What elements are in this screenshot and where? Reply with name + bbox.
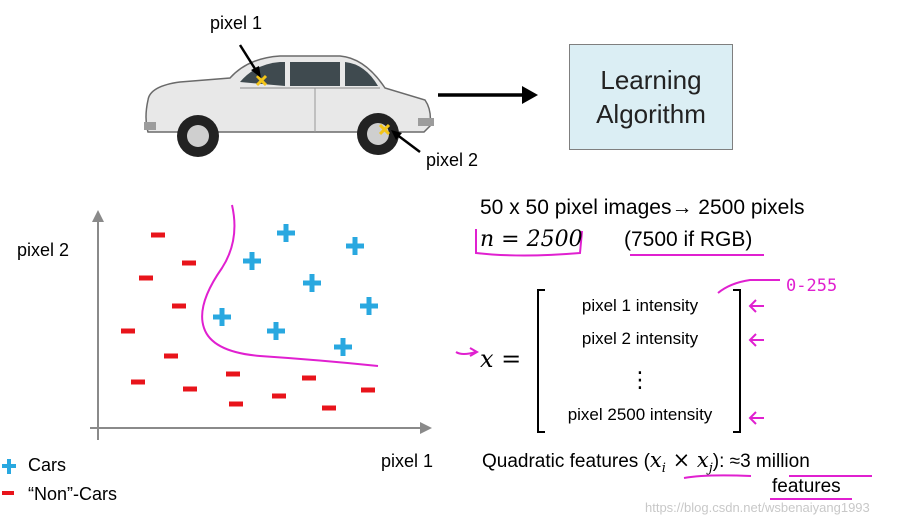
- quadratic-suffix: ): ≈3 million: [712, 451, 810, 472]
- images-line: 50 x 50 pixel images→ 2500 pixels: [480, 196, 805, 219]
- car-plus-point: [243, 252, 261, 270]
- noncar-minus-point: [121, 328, 135, 334]
- noncar-minus-point: [182, 260, 196, 266]
- legend-plus-icon: [2, 459, 16, 474]
- y-axis-label: pixel 2: [17, 240, 70, 260]
- legend-cars: Cars: [28, 455, 67, 475]
- car-plus-point: [277, 224, 295, 242]
- vector-ellipsis: ⋮: [629, 367, 651, 392]
- decision-boundary: [201, 204, 379, 367]
- car-illustration: [144, 55, 434, 157]
- noncar-minus-point: [172, 303, 186, 309]
- noncar-minus-point: [229, 401, 243, 407]
- data-points: [121, 224, 378, 411]
- noncar-minus-point: [139, 275, 153, 281]
- noncar-minus-point: [322, 405, 336, 411]
- scatter-plot: [90, 204, 432, 440]
- pixel1-marker: [255, 74, 268, 87]
- rgb-underline: [630, 254, 764, 256]
- features-label: features: [772, 476, 841, 497]
- quadratic-math: xi × xj: [649, 448, 713, 477]
- features-underline: [770, 498, 852, 500]
- noncar-minus-point: [226, 371, 240, 377]
- n-equation: n = 2500: [470, 225, 588, 259]
- legend-minus-icon: [2, 491, 14, 495]
- car-plus-point: [346, 237, 364, 255]
- n-highlight: [475, 229, 583, 257]
- car-plus-point: [267, 322, 285, 340]
- rgb-note: (7500 if RGB): [624, 228, 753, 251]
- car-plus-point: [360, 297, 378, 315]
- range-note: 0-255: [786, 276, 838, 296]
- pixel1-top-label: pixel 1: [210, 13, 263, 33]
- quadratic-prefix: Quadratic features (: [482, 451, 650, 472]
- noncar-minus-point: [164, 353, 178, 359]
- noncar-minus-point: [361, 387, 375, 393]
- vector-brackets: [537, 289, 741, 433]
- learning-algorithm-box: Learning Algorithm: [569, 44, 733, 150]
- watermark: https://blog.csdn.net/wsbenaiyang1993: [645, 500, 870, 515]
- pixel2-top-label: pixel 2: [426, 150, 479, 170]
- quadratic-line: Quadratic features (xi × xj): ≈3 million: [482, 448, 810, 476]
- vector-item-pixel2500: pixel 2500 intensity: [567, 405, 713, 424]
- range-arrow: [717, 279, 780, 294]
- vector-pointer-arrows: [748, 299, 764, 425]
- x-pointer-arrow: [455, 347, 480, 357]
- quadratic-underlines: [683, 474, 872, 479]
- car-plus-point: [334, 338, 352, 356]
- noncar-minus-point: [151, 232, 165, 238]
- car-plus-point: [213, 308, 231, 326]
- car-plus-point: [303, 274, 321, 292]
- noncar-minus-point: [302, 375, 316, 381]
- legend-symbols: [2, 459, 16, 495]
- noncar-minus-point: [272, 393, 286, 399]
- vector-item-pixel2: pixel 2 intensity: [581, 329, 699, 348]
- x-axis-label: pixel 1: [381, 451, 434, 471]
- noncar-minus-point: [183, 386, 197, 392]
- noncar-minus-point: [131, 379, 145, 385]
- legend-noncars: “Non”-Cars: [28, 484, 118, 504]
- vector-item-pixel1: pixel 1 intensity: [581, 296, 699, 315]
- algorithm-line2: Algorithm: [596, 99, 706, 129]
- algorithm-line1: Learning: [600, 65, 702, 95]
- pixel2-marker: [378, 123, 391, 136]
- x-equation: x =: [480, 345, 522, 373]
- n-eq-text: n = 2500: [480, 227, 583, 252]
